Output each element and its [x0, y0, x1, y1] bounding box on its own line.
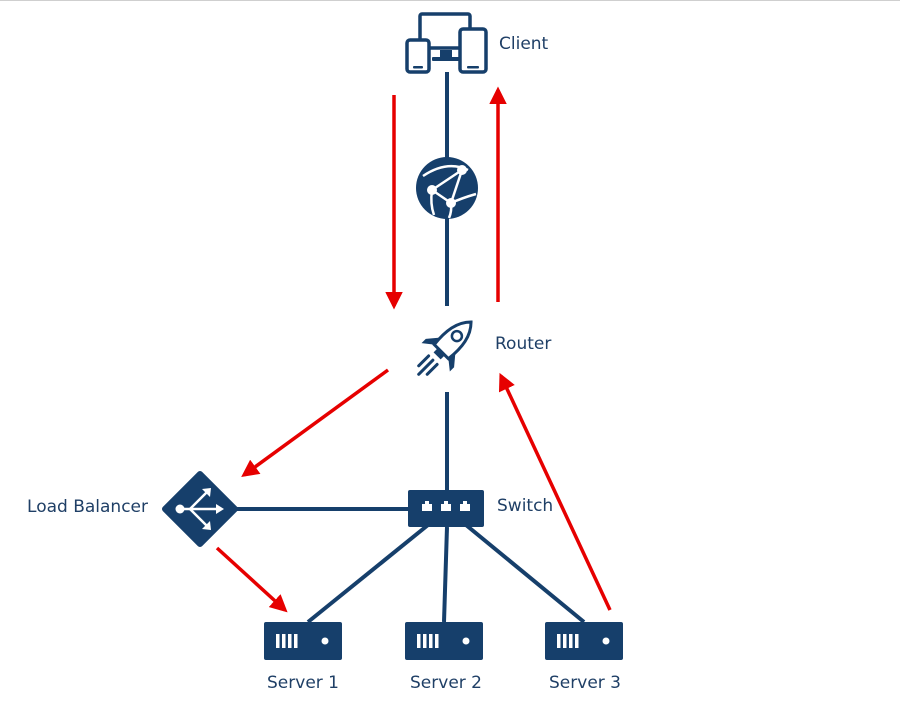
- client-devices-icon: [405, 12, 488, 74]
- link-switch-server1: [306, 523, 430, 624]
- client-label: Client: [499, 34, 549, 54]
- rocket-icon: [417, 320, 473, 376]
- globe-network-icon: [416, 157, 478, 219]
- flow-arrow-router-to-loadbalancer: [241, 368, 390, 478]
- load-balancer-label: Load Balancer: [27, 497, 148, 517]
- network-switch-icon: [408, 490, 484, 527]
- link-switch-server3: [464, 523, 586, 624]
- server-2-icon: [405, 622, 483, 660]
- switch-label: Switch: [497, 496, 554, 516]
- connections: [236, 72, 586, 624]
- server-1-label: Server 1: [267, 673, 339, 693]
- flow-arrow-loadbalancer-to-server1: [215, 546, 288, 613]
- server-1-icon: [264, 622, 342, 660]
- router-label: Router: [495, 334, 552, 354]
- server-3-label: Server 3: [549, 673, 621, 693]
- server-3-icon: [545, 622, 623, 660]
- flow-arrow-server3-to-router: [498, 372, 612, 611]
- link-switch-server2: [442, 526, 449, 623]
- top-divider: [0, 0, 900, 1]
- server-2-label: Server 2: [410, 673, 482, 693]
- flow-arrows: [215, 86, 612, 613]
- load-balancer-icon: [162, 471, 238, 547]
